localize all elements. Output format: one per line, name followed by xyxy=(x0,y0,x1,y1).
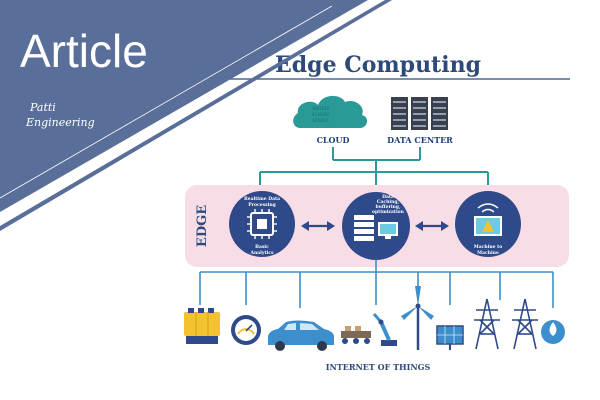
banner-stripe-inner xyxy=(0,5,333,199)
diagram-title: Edge Computing xyxy=(275,52,481,78)
node-center-line4: optimization xyxy=(372,209,405,215)
solar-panel-icon xyxy=(436,325,464,350)
edge-label: EDGE xyxy=(195,205,210,247)
node-right-bottom-line1: Machine to xyxy=(474,244,502,250)
car-icon xyxy=(268,320,334,351)
data-center-icon xyxy=(391,97,448,130)
logo-line-engineering: Engineering xyxy=(25,116,95,129)
node-left-top-line2: Processing xyxy=(248,202,276,208)
node-left-bottom-line1: Basic xyxy=(255,244,269,250)
cloud-icon: 1001010 0110100 1010011 xyxy=(293,95,368,128)
node-center-line3: buffering, xyxy=(375,204,400,210)
power-tower-icon xyxy=(512,298,538,350)
cloud-connectors xyxy=(259,147,489,188)
double-arrow-icon xyxy=(415,221,449,231)
cloud-label: CLOUD xyxy=(317,135,350,145)
iot-label: INTERNET OF THINGS xyxy=(326,362,431,372)
iot-connectors xyxy=(199,260,554,308)
power-tower-icon xyxy=(474,298,500,350)
node-center-line1: Data xyxy=(382,194,394,200)
data-caching-node: Data Caching, buffering, optimization xyxy=(342,192,410,260)
machine-to-machine-node: Machine to Machine xyxy=(455,191,521,257)
article-banner xyxy=(0,0,368,212)
node-right-bottom-line2: Machine xyxy=(477,250,499,256)
wind-turbine-icon xyxy=(401,286,434,350)
realtime-processing-node: Realtime Data Processing Basic Analytics xyxy=(229,191,295,257)
banner-stripe-outer xyxy=(0,0,392,231)
data-center-label: DATA CENTER xyxy=(387,135,453,145)
node-left-top-line1: Realtime Data xyxy=(244,196,280,202)
factory-icon xyxy=(341,326,371,344)
water-drop-icon xyxy=(541,320,565,344)
node-left-bottom-line2: Analytics xyxy=(249,250,274,256)
battery-pack-icon xyxy=(184,308,220,344)
article-label: Article xyxy=(20,25,148,77)
svg-text:1001010: 1001010 xyxy=(312,106,329,111)
double-arrow-icon xyxy=(301,221,335,231)
robot-arm-icon xyxy=(372,313,397,346)
logo-line-patti: Patti xyxy=(29,101,56,114)
svg-text:0110100: 0110100 xyxy=(312,112,329,117)
gauge-icon xyxy=(231,315,261,345)
node-center-line2: Caching, xyxy=(377,199,400,205)
svg-text:1010011: 1010011 xyxy=(312,118,329,123)
patti-engineering-logo: Patti Engineering xyxy=(25,101,95,129)
